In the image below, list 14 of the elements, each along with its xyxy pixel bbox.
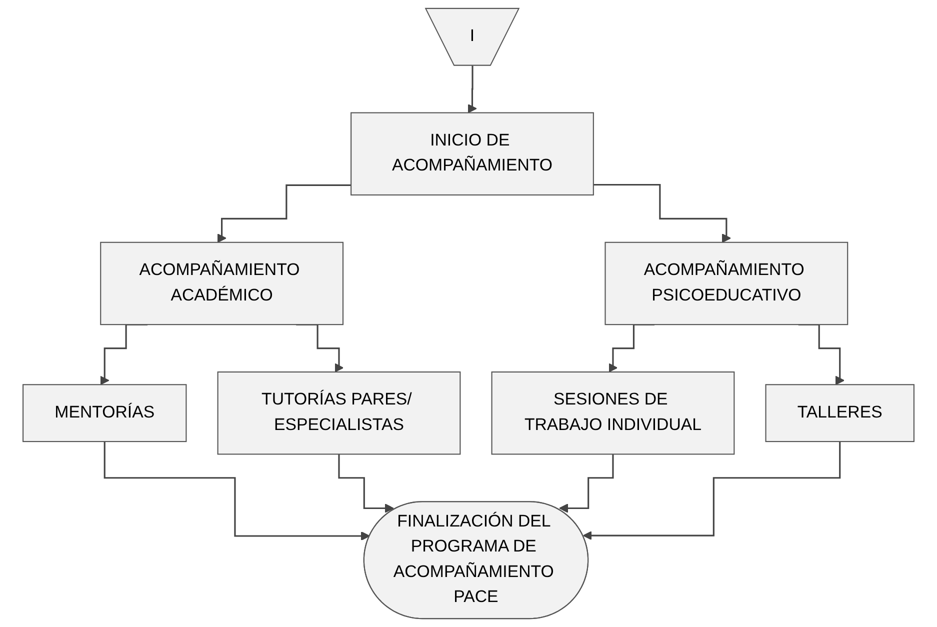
node-box: ACOMPAÑAMIENTO PSICOEDUCATIVO — [604, 242, 848, 326]
node-box: TUTORÍAS PARES/ ESPECIALISTAS — [217, 371, 461, 455]
node-box: INICIO DE ACOMPAÑAMIENTO — [350, 112, 594, 196]
arrow — [559, 453, 614, 513]
arrow — [338, 453, 394, 513]
arrow — [582, 440, 841, 540]
arrow — [593, 184, 732, 243]
arrow — [217, 184, 352, 243]
arrow — [104, 440, 370, 541]
node-box: TALLERES — [765, 384, 914, 442]
arrow — [468, 65, 477, 114]
node-box: SESIONES DE TRABAJO INDIVIDUAL — [491, 371, 735, 455]
node-box: MENTORÍAS — [22, 384, 187, 442]
node-box: ACOMPAÑAMIENTO ACADÉMICO — [100, 242, 344, 326]
